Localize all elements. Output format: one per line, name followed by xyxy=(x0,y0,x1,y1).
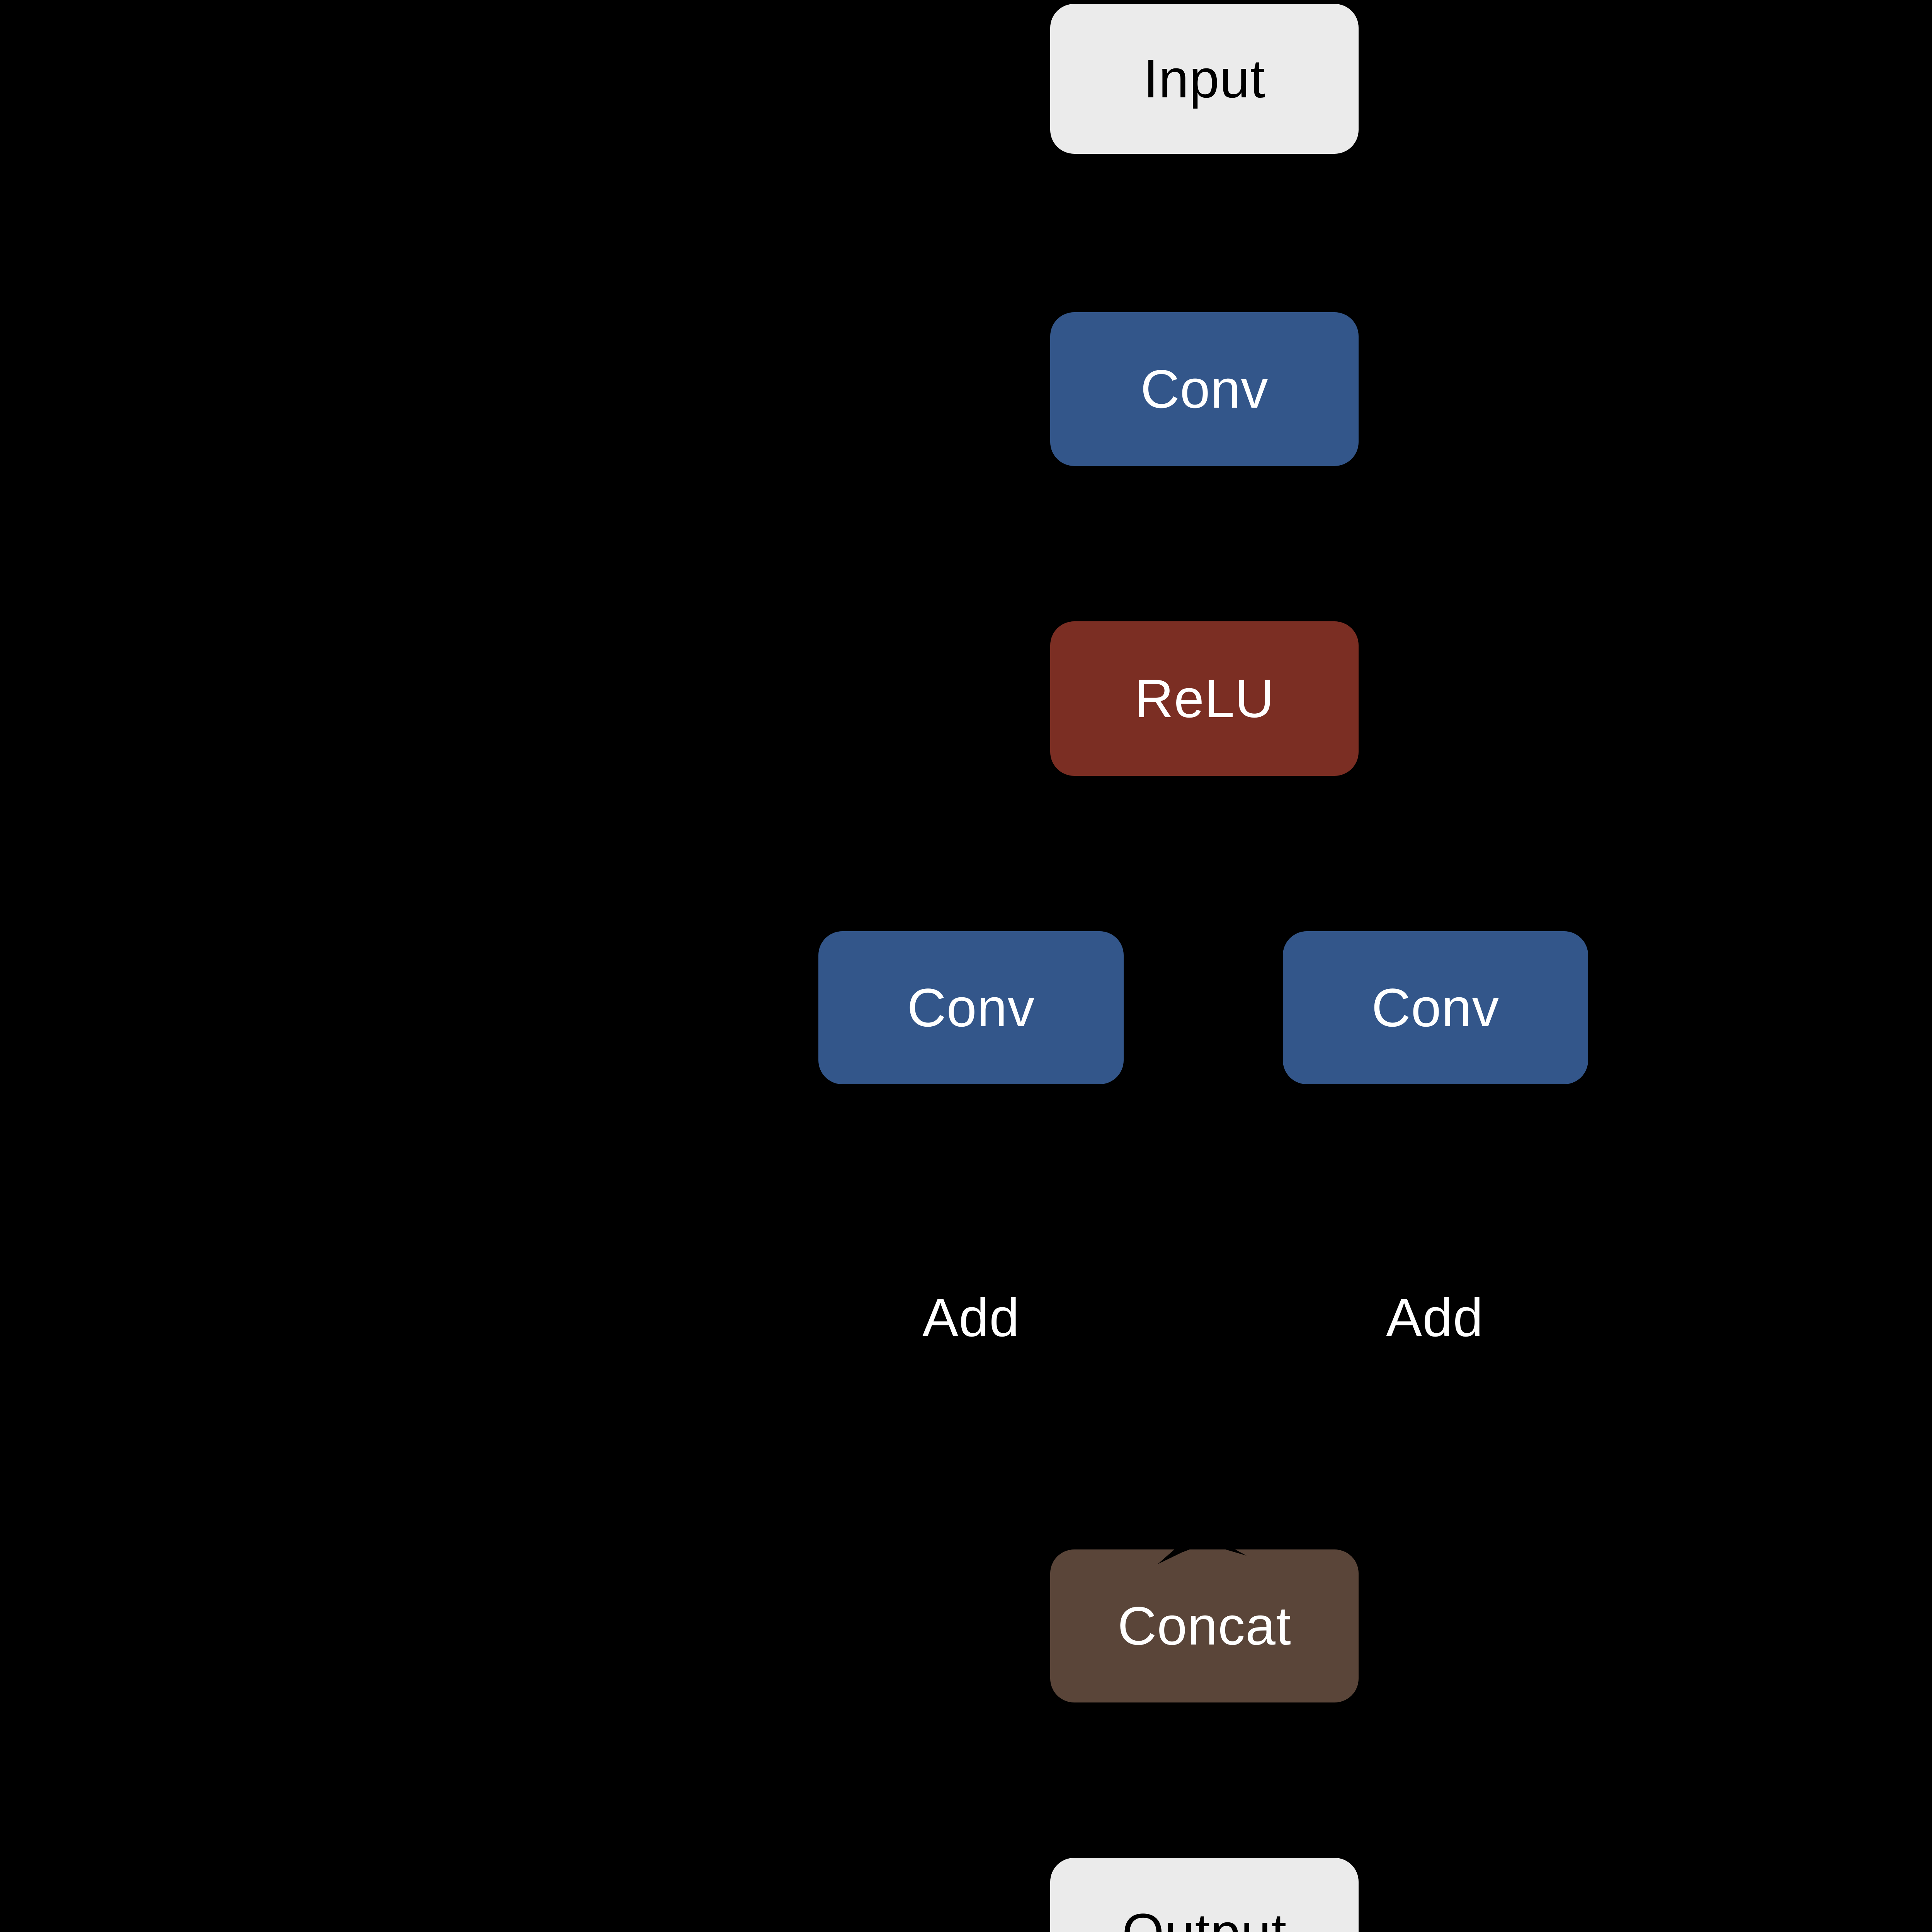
node-conv-left-label: Conv xyxy=(907,977,1035,1038)
node-add-left-label: Add xyxy=(922,1287,1020,1348)
node-input: Input xyxy=(1050,4,1359,154)
node-conv-left: Conv xyxy=(818,931,1124,1084)
node-add-right-label: Add xyxy=(1386,1287,1484,1348)
node-conv-1-label: Conv xyxy=(1140,359,1269,419)
node-relu: ReLU xyxy=(1050,621,1359,776)
node-conv-right-label: Conv xyxy=(1371,977,1500,1038)
node-conv-1: Conv xyxy=(1050,312,1359,466)
node-output: Output xyxy=(1050,1858,1359,1932)
node-input-label: Input xyxy=(1143,48,1266,109)
node-add-left: Add xyxy=(894,1279,1048,1356)
node-add-right: Add xyxy=(1357,1279,1512,1356)
node-concat: Concat xyxy=(1050,1549,1359,1702)
node-output-label: Output xyxy=(1122,1901,1287,1932)
node-concat-label: Concat xyxy=(1117,1595,1291,1656)
merge-arrowheads-icon xyxy=(1158,1533,1247,1564)
node-conv-right: Conv xyxy=(1283,931,1588,1084)
node-relu-label: ReLU xyxy=(1134,668,1274,729)
